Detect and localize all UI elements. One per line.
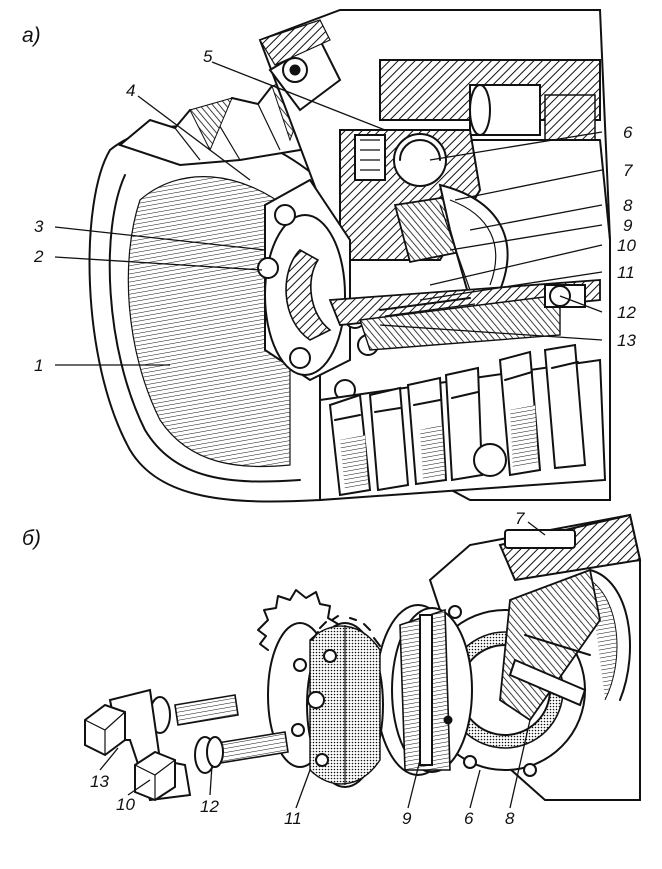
b-disc (375, 604, 473, 776)
callout-b-11: 11 (284, 809, 302, 828)
callout-a-2: 2 (33, 247, 44, 266)
callout-b-6: 6 (464, 809, 474, 828)
callout-a-13: 13 (617, 331, 636, 350)
callout-b-10: 10 (116, 795, 135, 814)
callout-b-7: 7 (515, 509, 525, 528)
panel-b-drawing (84, 513, 642, 802)
callout-a-5: 5 (203, 47, 213, 66)
callout-a-11: 11 (617, 263, 635, 282)
b-lock-plate (84, 688, 192, 802)
callout-b-12: 12 (200, 797, 219, 816)
b-spur-gear (257, 589, 384, 788)
callout-b-9: 9 (402, 809, 412, 828)
panel-b-callouts: 7 13 10 12 11 9 6 8 (90, 509, 525, 828)
callout-a-1: 1 (34, 356, 43, 375)
callout-a-8: 8 (623, 196, 633, 215)
panel-a-drawing (88, 9, 611, 503)
bottom-teeth (319, 343, 607, 502)
b-bolts (149, 694, 289, 774)
callout-a-12: 12 (617, 303, 636, 322)
callout-b-13: 13 (90, 772, 109, 791)
callout-a-7: 7 (623, 161, 633, 180)
panel-b-leaders (99, 521, 546, 809)
callout-a-9: 9 (623, 216, 633, 235)
callout-a-4: 4 (126, 81, 135, 100)
panel-a-callouts: 1 2 3 4 5 6 7 8 9 10 11 12 13 (33, 47, 636, 375)
callout-a-10: 10 (617, 236, 636, 255)
callout-a-6: 6 (623, 123, 633, 142)
panel-a-label: а) (22, 24, 41, 47)
panel-b-label: б) (22, 527, 41, 550)
callout-a-3: 3 (34, 217, 44, 236)
panel-a-leaders (54, 61, 603, 366)
callout-b-8: 8 (505, 809, 515, 828)
